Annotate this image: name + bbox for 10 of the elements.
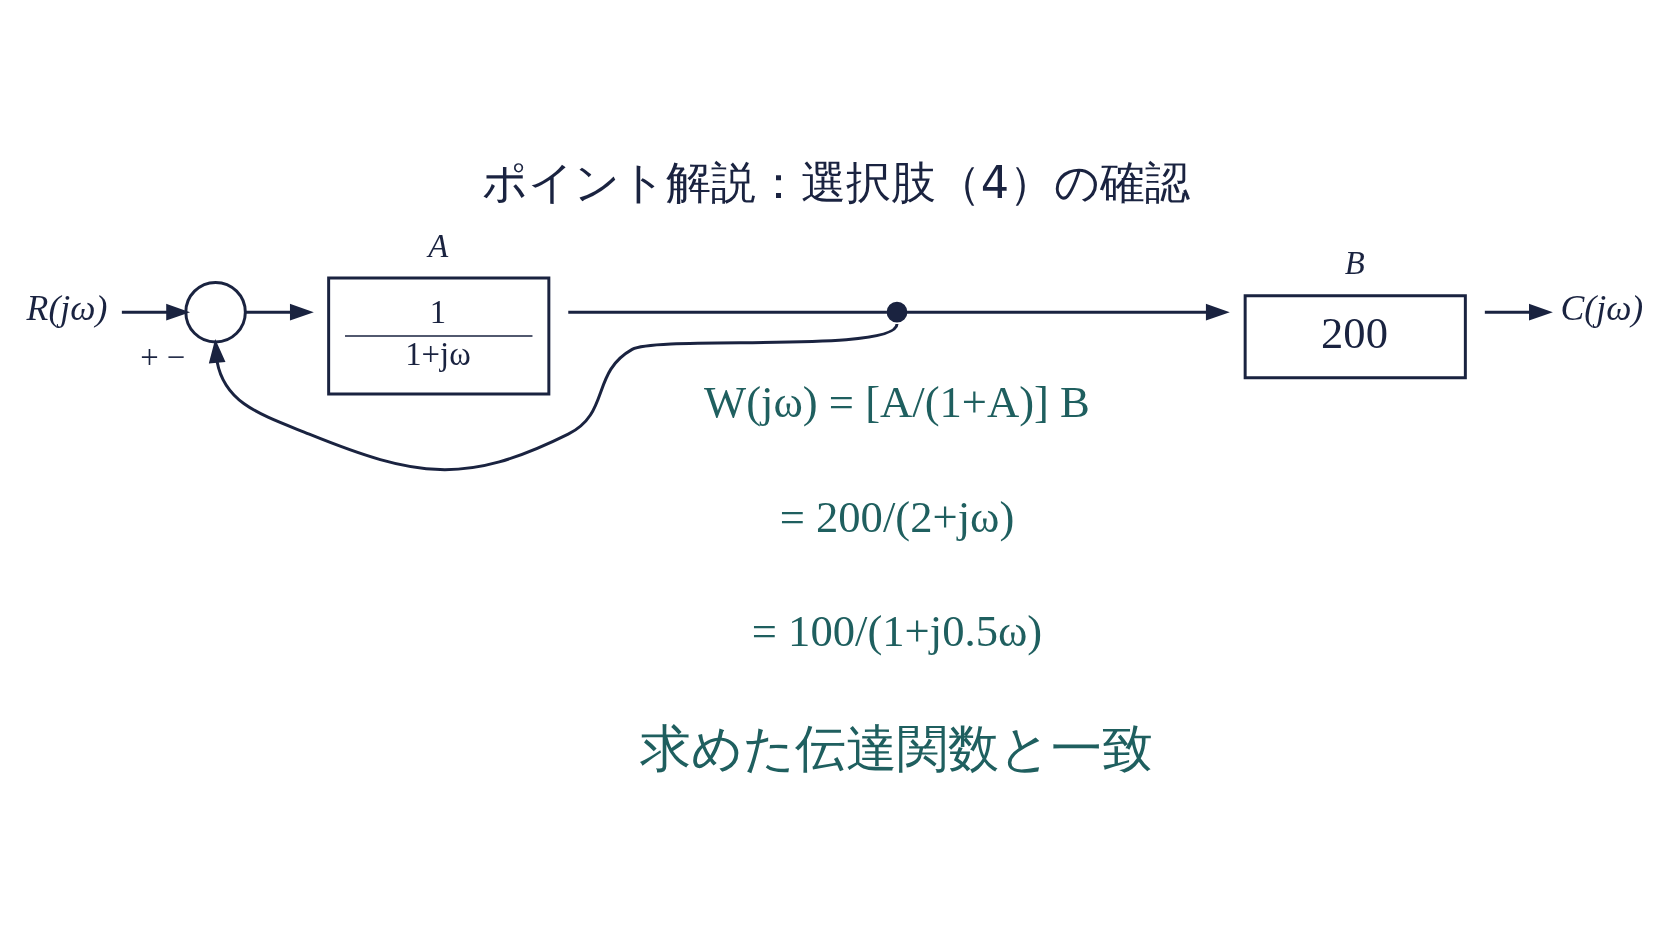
node-text: R(jω) [26, 287, 108, 328]
label: = 100/(1+j0.5ω) [751, 605, 1043, 656]
node-label: A [428, 227, 449, 264]
label: = 200/(2+jω) [779, 491, 1015, 542]
node-text: C(jω) [1560, 287, 1644, 328]
diagram-title: ポイント解説：選択肢（4）の確認 [481, 156, 1191, 209]
node-label: + − [140, 338, 186, 375]
label: 求めた伝達関数と一致 [640, 718, 1154, 778]
node-label: B [1344, 244, 1365, 281]
label: W(jω) = [A/(1+A)] B [704, 376, 1090, 427]
